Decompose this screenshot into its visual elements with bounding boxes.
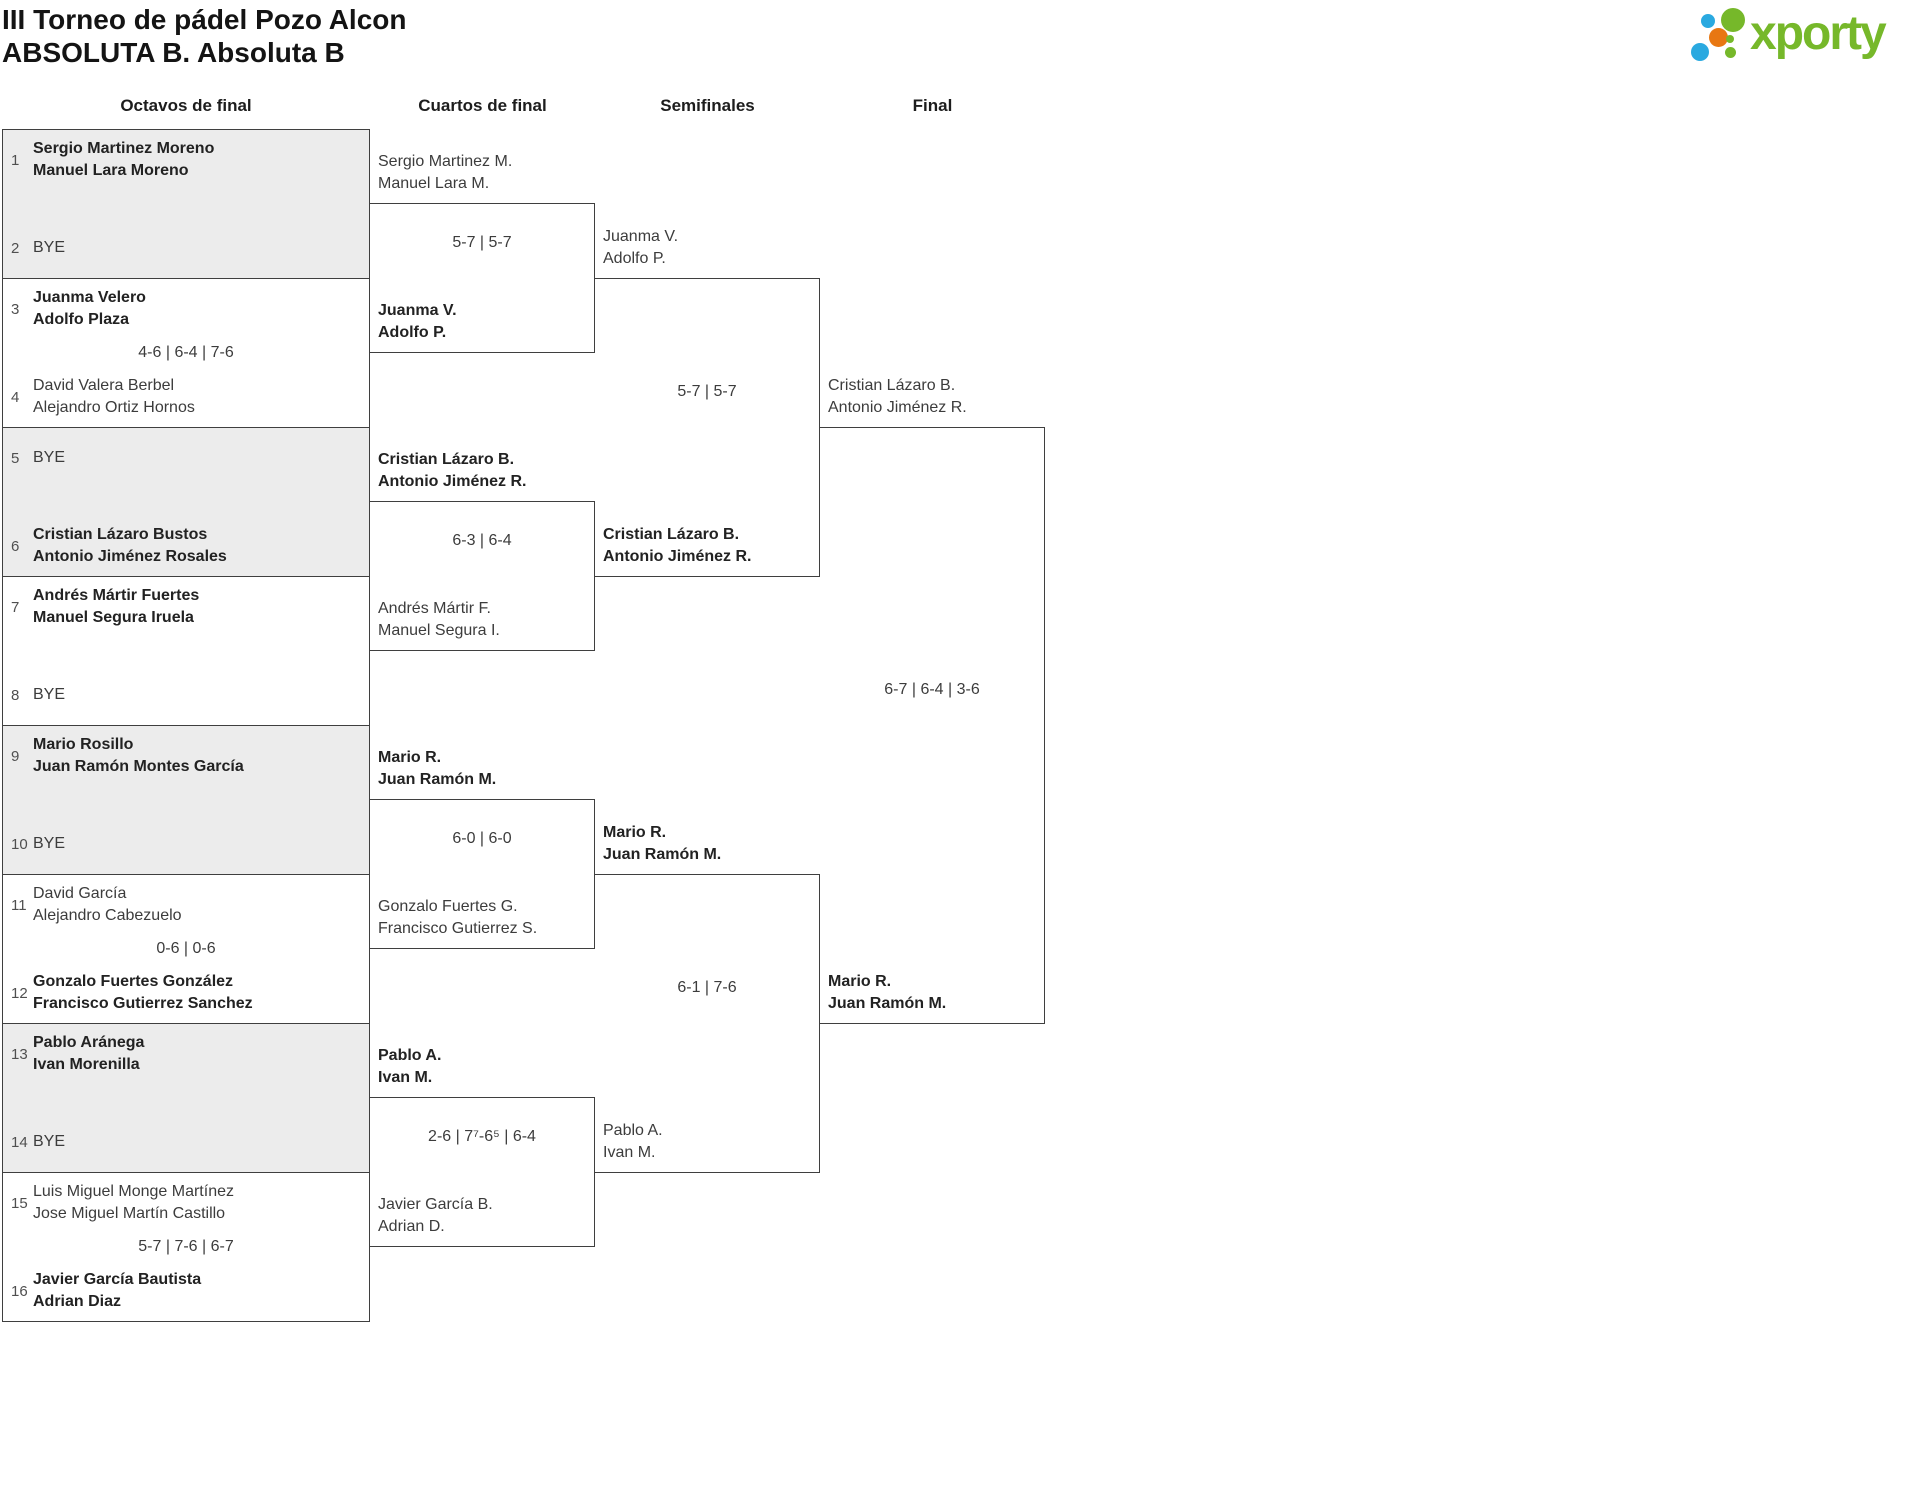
seed-number: 8 [11, 686, 20, 704]
seed-number: 14 [11, 1133, 28, 1151]
seed-number: 16 [11, 1282, 28, 1300]
logo-dot-orange [1709, 28, 1728, 47]
seed-number: 1 [11, 151, 20, 169]
seed-number: 5 [11, 449, 20, 467]
match-score: 0-6 | 0-6 [156, 940, 216, 957]
team-label: Mario R.Juan Ramón M. [828, 973, 947, 1012]
match-cuartos-3[interactable] [370, 799, 595, 949]
team-label: Cristian Lázaro B.Antonio Jiménez R. [378, 451, 527, 490]
team-label: Pablo A.Ivan M. [378, 1047, 442, 1086]
team-slot: 14 BYE [11, 1133, 66, 1151]
team-label: Javier García B.Adrian D. [378, 1196, 493, 1235]
seed-number: 10 [11, 835, 28, 853]
seed-number: 3 [11, 300, 20, 318]
team-label: Gonzalo Fuertes G.Francisco Gutierrez S. [378, 898, 538, 937]
match-cuartos-1[interactable] [370, 203, 595, 353]
match-score: 4-6 | 6-4 | 7-6 [138, 344, 234, 361]
seed-number: 7 [11, 598, 20, 616]
logo-wordmark[interactable]: xporty [1750, 7, 1887, 60]
team-slot: 5 BYE [11, 449, 66, 467]
logo-dot-blue-small [1701, 14, 1715, 28]
team-label: Juanma V.Adolfo P. [603, 228, 679, 267]
team-label: Pablo A.Ivan M. [603, 1122, 663, 1161]
seed-number: 2 [11, 239, 20, 257]
team-label: Sergio Martinez M.Manuel Lara M. [378, 153, 513, 192]
seed-number: 6 [11, 537, 20, 555]
xporty-logo[interactable] [1685, 0, 1915, 75]
seed-number: 15 [11, 1194, 28, 1212]
round-header-cuartos: Cuartos de final [418, 96, 547, 115]
match-score: 2-6 | 7⁷-6⁵ | 6-4 [428, 1128, 536, 1145]
seed-number: 13 [11, 1045, 28, 1063]
seed-number: 9 [11, 747, 20, 765]
match-score: 6-7 | 6-4 | 3-6 [884, 681, 980, 698]
match-score: 5-7 | 5-7 [677, 383, 737, 400]
match-semifinal-2[interactable] [595, 874, 820, 1173]
logo-dot-green-large [1721, 8, 1745, 32]
team-label: Cristian Lázaro B.Antonio Jiménez R. [828, 377, 967, 416]
match-semifinal-1[interactable] [595, 278, 820, 577]
logo-dot-green-tiny [1726, 35, 1734, 43]
seed-number: 4 [11, 388, 20, 406]
team-label: Cristian Lázaro B.Antonio Jiménez R. [603, 526, 752, 565]
logo-dot-green-small [1725, 47, 1736, 58]
logo-dot-blue-medium [1691, 43, 1709, 61]
team-label: Juanma V.Adolfo P. [378, 302, 457, 341]
match-score: 6-0 | 6-0 [452, 830, 512, 847]
match-final[interactable] [820, 427, 1045, 1024]
match-cuartos-2[interactable] [370, 501, 595, 651]
page-subtitle: ABSOLUTA B. Absoluta B [2, 37, 345, 68]
match-score: 5-7 | 7-6 | 6-7 [138, 1238, 234, 1255]
team-slot: 2 BYE [11, 239, 66, 257]
team-label: Mario R.Juan Ramón M. [378, 749, 497, 788]
match-score: 6-1 | 7-6 [677, 979, 737, 996]
team-slot: 10 BYE [11, 835, 66, 853]
team-slot: 8 BYE [11, 686, 66, 704]
seed-number: 12 [11, 984, 28, 1002]
round-header-final: Final [912, 96, 953, 115]
match-score: 5-7 | 5-7 [452, 234, 512, 251]
seed-number: 11 [11, 896, 27, 914]
team-label: Andrés Mártir F.Manuel Segura I. [378, 600, 500, 639]
match-cuartos-4[interactable] [370, 1097, 595, 1247]
round-header-semis: Semifinales [660, 96, 755, 115]
team-label: Mario R.Juan Ramón M. [603, 824, 722, 863]
page-title: III Torneo de pádel Pozo Alcon [2, 4, 407, 35]
round-header-octavos: Octavos de final [120, 96, 252, 115]
match-score: 6-3 | 6-4 [452, 532, 512, 549]
